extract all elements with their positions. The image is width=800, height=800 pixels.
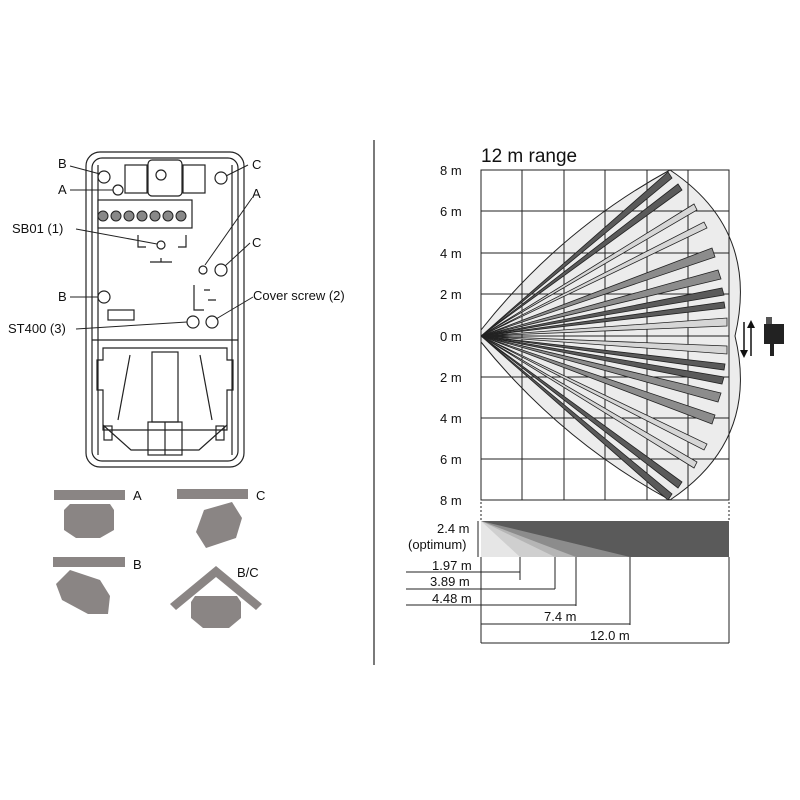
svg-text:6 m: 6 m xyxy=(440,204,462,219)
y-axis-ticks: 8 m 6 m 4 m 2 m 0 m 2 m 4 m 6 m 8 m xyxy=(440,163,462,508)
svg-text:8 m: 8 m xyxy=(440,493,462,508)
mounting-options xyxy=(53,489,262,628)
label-st400: ST400 (3) xyxy=(8,321,66,336)
label-cover-screw: Cover screw (2) xyxy=(253,288,345,303)
mount-label-bc: B/C xyxy=(237,565,259,580)
label-c-mid: C xyxy=(252,235,261,250)
label-b-mid: B xyxy=(58,289,67,304)
leader-lines xyxy=(69,164,254,330)
svg-text:4 m: 4 m xyxy=(440,411,462,426)
height-label: 2.4 m xyxy=(437,521,470,536)
svg-text:4 m: 4 m xyxy=(440,246,462,261)
label-c-top: C xyxy=(252,157,261,172)
detection-zone xyxy=(480,169,741,501)
label-sb01: SB01 (1) xyxy=(12,221,63,236)
label-a-right: A xyxy=(252,186,261,201)
svg-text:8 m: 8 m xyxy=(440,163,462,178)
label-b-top: B xyxy=(58,156,67,171)
svg-text:2 m: 2 m xyxy=(440,370,462,385)
height-note: (optimum) xyxy=(408,537,467,552)
distance-4: 7.4 m xyxy=(544,609,577,624)
svg-text:6 m: 6 m xyxy=(440,452,462,467)
mount-label-c: C xyxy=(256,488,265,503)
side-view xyxy=(406,502,730,644)
label-a-top: A xyxy=(58,182,67,197)
svg-text:0 m: 0 m xyxy=(440,329,462,344)
range-title: 12 m range xyxy=(481,146,577,167)
distance-3: 4.48 m xyxy=(432,591,472,606)
detection-beams xyxy=(480,171,728,501)
mount-label-b: B xyxy=(133,557,142,572)
device-base-drawing xyxy=(85,151,245,468)
distance-5: 12.0 m xyxy=(590,628,630,643)
distance-2: 3.89 m xyxy=(430,574,470,589)
walking-person-icon xyxy=(740,317,784,358)
distance-1: 1.97 m xyxy=(432,558,472,573)
svg-text:2 m: 2 m xyxy=(440,287,462,302)
mount-label-a: A xyxy=(133,488,142,503)
